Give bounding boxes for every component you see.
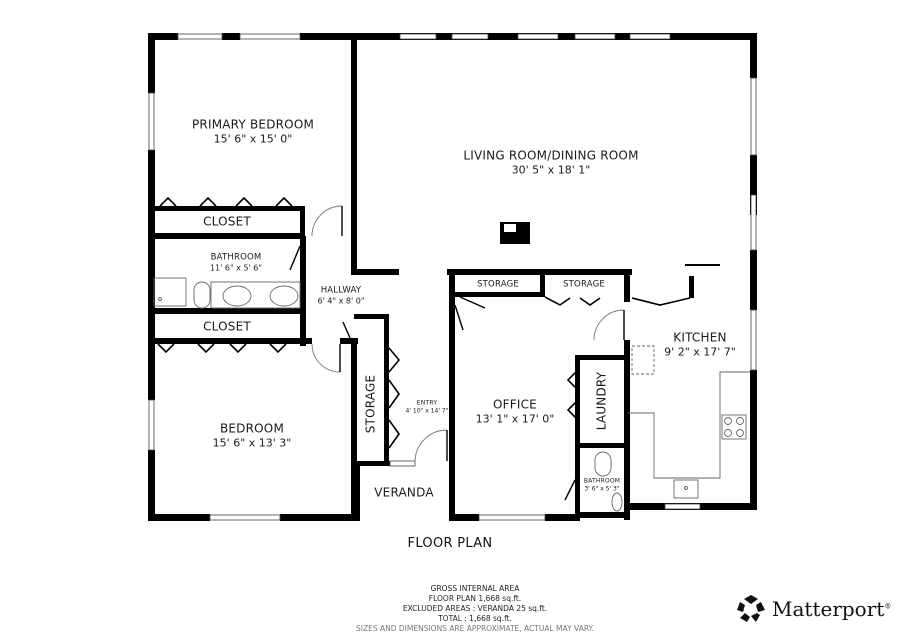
room-name: BATHROOM [583,477,621,485]
area-total: TOTAL : 1,668 sq.ft. [438,614,512,623]
room-storage-1: STORAGE [477,280,519,291]
room-dimensions: 13' 1" x 17' 0" [475,412,555,426]
matterport-brand: Matterport® [736,594,891,624]
plan-title: FLOOR PLAN [407,536,493,551]
room-dimensions: 4' 10" x 14' 7" [405,407,449,414]
room-dimensions: 15' 6" x 15' 0" [213,132,293,146]
room-primary-bedroom: PRIMARY BEDROOM 15' 6" x 15' 0" [192,118,314,147]
room-dimensions: 6' 4" x 8' 0" [317,296,365,306]
room-closet-2: CLOSET [203,320,251,335]
room-veranda: VERANDA [374,486,433,501]
room-name: LIVING ROOM/DINING ROOM [463,148,639,163]
room-kitchen: KITCHEN 9' 2" x 17' 7" [664,331,736,360]
room-bedroom: BEDROOM 15' 6" x 13' 3" [213,422,292,451]
room-name: CLOSET [203,319,251,334]
area-excluded: EXCLUDED AREAS : VERANDA 25 sq.ft. [402,604,548,613]
room-name: VERANDA [374,485,434,500]
area-floor-plan: FLOOR PLAN 1,668 sq.ft. [428,594,522,603]
room-bathroom-1: BATHROOM 11' 6" x 5' 6" [210,253,262,274]
room-name: BEDROOM [219,421,285,436]
closet-doors [157,196,691,449]
brand-name: Matterport® [772,597,892,621]
room-dimensions: 15' 6" x 13' 3" [212,436,292,450]
room-entry: ENTRY 4' 10" x 14' 7" [406,400,449,415]
area-summary: GROSS INTERNAL AREA FLOOR PLAN 1,668 sq.… [356,584,594,634]
room-storage-3: STORAGE [364,375,379,434]
area-disclaimer: SIZES AND DIMENSIONS ARE APPROXIMATE, AC… [355,624,595,633]
room-living-dining: LIVING ROOM/DINING ROOM 30' 5" x 18' 1" [463,149,638,178]
room-laundry: LAUNDRY [595,372,610,430]
matterport-logo-icon [737,595,765,622]
fixtures [153,224,750,512]
room-dimensions: 11' 6" x 5' 6" [209,263,263,273]
room-dimensions: 9' 2" x 17' 7" [664,345,736,359]
room-name: CLOSET [203,214,251,229]
room-name: BATHROOM [210,252,262,263]
area-heading: GROSS INTERNAL AREA [430,584,520,593]
room-name: HALLWAY [320,285,362,296]
room-name: STORAGE [363,374,378,434]
room-closet-1: CLOSET [203,215,251,230]
room-dimensions: 30' 5" x 18' 1" [511,163,591,177]
room-name: STORAGE [477,279,519,290]
room-name: OFFICE [493,397,537,412]
room-name: ENTRY [416,399,438,407]
room-dimensions: 3' 6" x 5' 3" [584,485,620,492]
room-name: KITCHEN [673,330,727,345]
room-office: OFFICE 13' 1" x 17' 0" [476,398,555,427]
room-name: PRIMARY BEDROOM [191,117,315,132]
room-storage-2: STORAGE [563,280,605,291]
room-name: STORAGE [563,279,605,290]
swing-doors [289,205,625,501]
windows [148,33,757,521]
room-bathroom-2: BATHROOM 3' 6" x 5' 3" [584,478,620,493]
room-name: LAUNDRY [594,371,609,431]
room-hallway: HALLWAY 6' 4" x 8' 0" [317,286,364,307]
